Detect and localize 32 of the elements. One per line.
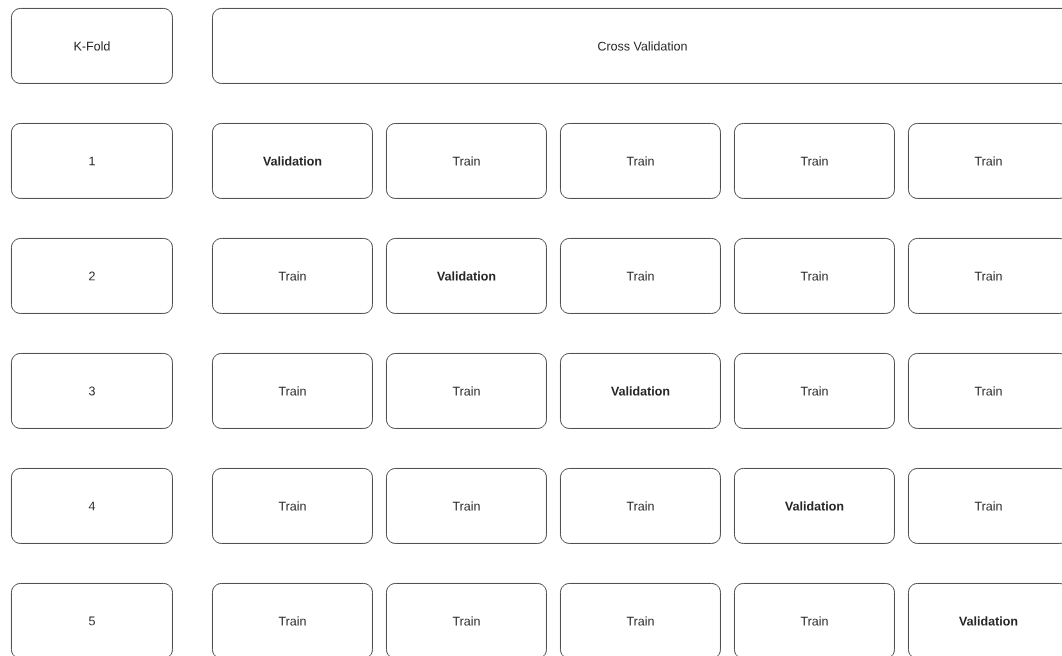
data-split-box: Train (734, 353, 895, 429)
data-split-box: Train (386, 583, 547, 656)
data-split-box: Validation (560, 353, 721, 429)
data-split-box: Train (212, 583, 373, 656)
data-split-box: Train (908, 238, 1062, 314)
data-split-box: Train (386, 468, 547, 544)
data-split-box: Train (560, 123, 721, 199)
data-split-box: Train (212, 468, 373, 544)
data-split-box: Train (386, 353, 547, 429)
data-split-box: Train (560, 238, 721, 314)
data-split-box: Train (908, 123, 1062, 199)
fold-number-box: 2 (11, 238, 173, 314)
data-split-box: Validation (212, 123, 373, 199)
fold-number-box: 5 (11, 583, 173, 656)
data-split-box: Train (908, 468, 1062, 544)
data-split-box: Validation (908, 583, 1062, 656)
data-split-box: Train (734, 583, 895, 656)
header-box: Cross Validation (212, 8, 1062, 84)
data-split-box: Train (560, 583, 721, 656)
data-split-box: Train (908, 353, 1062, 429)
fold-number-box: 4 (11, 468, 173, 544)
data-split-box: Train (212, 238, 373, 314)
data-split-box: Train (386, 123, 547, 199)
data-split-box: Train (734, 123, 895, 199)
header-box: K-Fold (11, 8, 173, 84)
data-split-box: Train (734, 238, 895, 314)
fold-number-box: 3 (11, 353, 173, 429)
data-split-box: Validation (734, 468, 895, 544)
data-split-box: Train (212, 353, 373, 429)
fold-number-box: 1 (11, 123, 173, 199)
data-split-box: Validation (386, 238, 547, 314)
data-split-box: Train (560, 468, 721, 544)
